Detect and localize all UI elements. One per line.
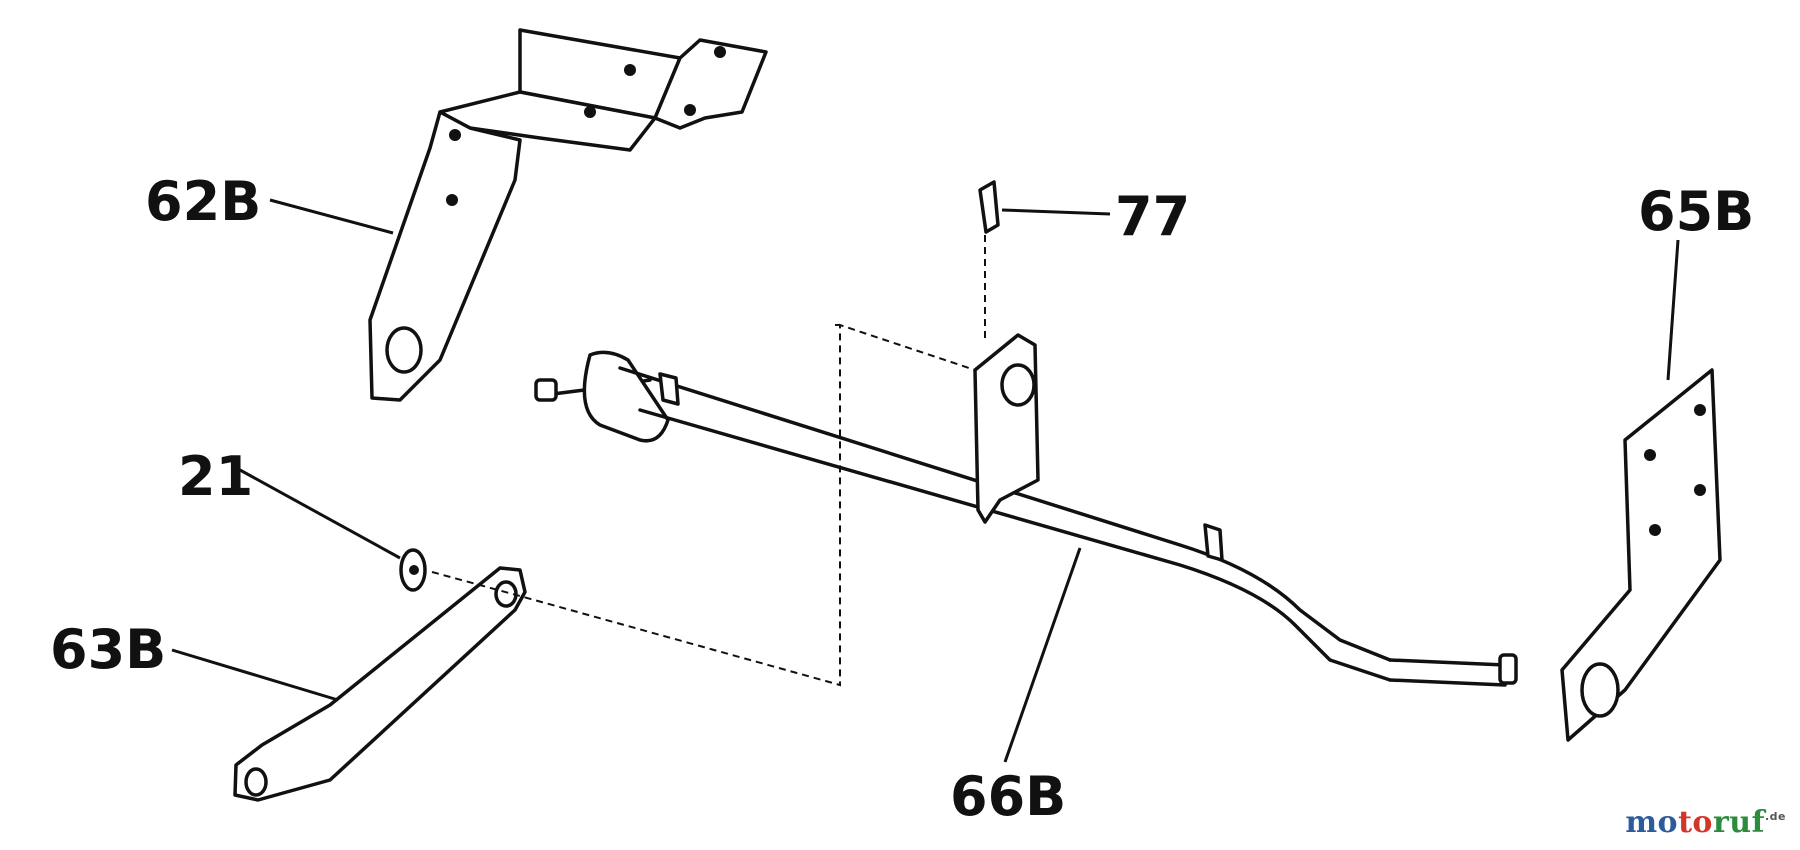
assembly-lines (431, 323, 976, 687)
watermark-part3: ruf (1712, 805, 1765, 840)
pin-77 (978, 180, 1000, 340)
watermark-part2: to (1678, 805, 1713, 840)
label-21: 21 (178, 445, 253, 508)
leader-lines (171, 198, 1680, 763)
bracket-62b (368, 28, 768, 402)
watermark-logo: motoruf.de (1625, 805, 1786, 840)
label-65b: 65B (1638, 180, 1754, 243)
label-77: 77 (1115, 185, 1190, 248)
watermark-suffix: .de (1764, 810, 1786, 823)
plate-65b (1560, 368, 1722, 742)
arm-63b (233, 566, 527, 802)
label-62b: 62B (145, 170, 261, 233)
shaft-66b (534, 333, 1518, 687)
washer-21 (399, 548, 427, 592)
watermark-part1: mo (1625, 805, 1679, 840)
label-66b: 66B (950, 765, 1066, 828)
label-63b: 63B (50, 618, 166, 681)
